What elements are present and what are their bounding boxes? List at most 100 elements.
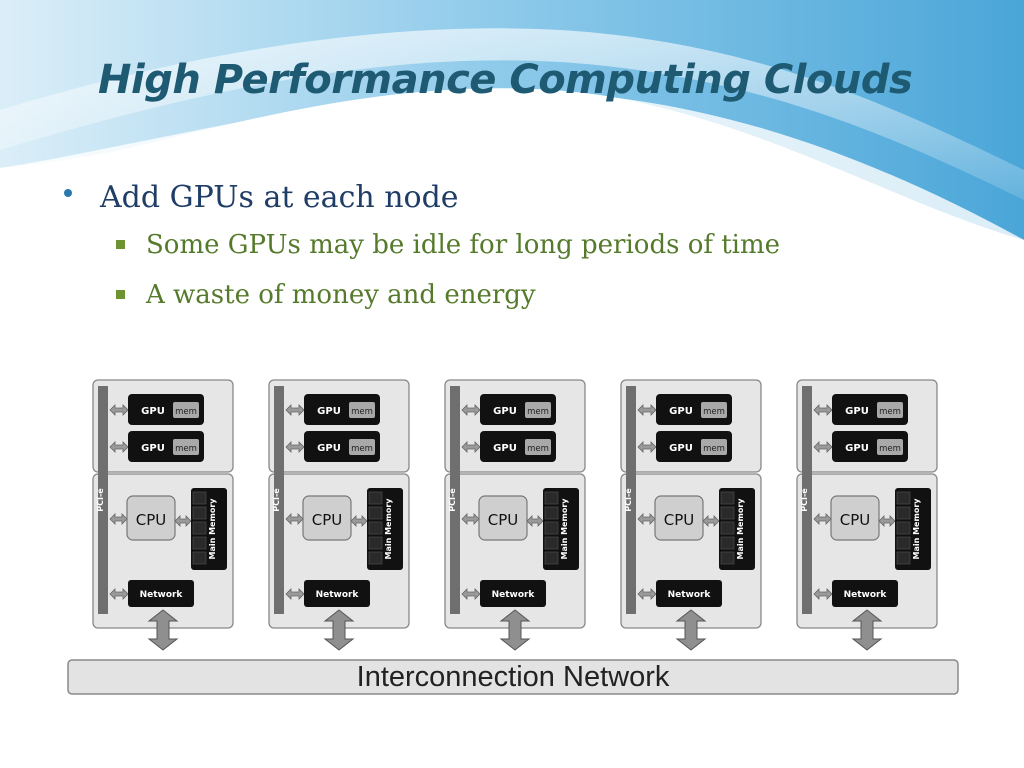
gpu-memory-label: mem xyxy=(175,407,197,417)
bullet-dot-icon xyxy=(64,189,72,197)
gpu-label: GPU xyxy=(141,406,165,417)
gpu-memory-label: mem xyxy=(879,444,901,454)
memory-cell xyxy=(368,521,383,535)
memory-cell xyxy=(896,506,911,520)
gpu-label: GPU xyxy=(845,406,869,417)
memory-cell xyxy=(896,536,911,550)
memory-cell xyxy=(192,506,207,520)
sub-bullet-item: Some GPUs may be idle for long periods o… xyxy=(64,220,964,270)
gpu-memory-label: mem xyxy=(351,444,373,454)
network-card xyxy=(480,580,546,607)
memory-cell xyxy=(896,521,911,535)
sub-bullet-item: A waste of money and energy xyxy=(64,270,964,320)
memory-cell xyxy=(544,536,559,550)
main-memory-label: Main Memory xyxy=(208,498,217,560)
network-card-label: Network xyxy=(316,590,360,600)
gpu-label: GPU xyxy=(141,443,165,454)
gpu-memory-chip xyxy=(701,439,727,455)
gpu-label: GPU xyxy=(493,406,517,417)
gpu-label: GPU xyxy=(669,406,693,417)
memory-cell xyxy=(720,506,735,520)
interconnect-arrow-icon xyxy=(675,609,707,651)
interconnect-arrow-icon xyxy=(147,609,179,651)
cpu-chip xyxy=(478,495,528,541)
sub-bullet-text: Some GPUs may be idle for long periods o… xyxy=(146,230,781,260)
slide-title: High Performance Computing Clouds xyxy=(98,57,913,103)
memory-cell xyxy=(544,506,559,520)
gpu-memory-chip xyxy=(173,402,199,418)
interconnection-network-bar xyxy=(67,659,959,695)
gpu-label: GPU xyxy=(493,443,517,454)
gpu-memory-label: mem xyxy=(703,444,725,454)
pcie-label: PCI-e xyxy=(272,488,281,512)
gpu-label: GPU xyxy=(669,443,693,454)
memory-cell xyxy=(192,536,207,550)
gpu-memory-chip xyxy=(349,439,375,455)
main-memory-label: Main Memory xyxy=(736,498,745,560)
bullet-item: Add GPUs at each node xyxy=(64,176,964,220)
memory-cell xyxy=(720,551,735,565)
pcie-bus xyxy=(626,386,636,614)
network-card-label: Network xyxy=(140,590,184,600)
memory-cell xyxy=(544,521,559,535)
main-memory-label: Main Memory xyxy=(912,498,921,560)
memory-cell xyxy=(368,491,383,505)
cpu-chip xyxy=(302,495,352,541)
cpu-chip xyxy=(126,495,176,541)
cpu-chip xyxy=(654,495,704,541)
cpu-label: CPU xyxy=(840,511,871,529)
gpu-memory-chip xyxy=(173,439,199,455)
main-memory-label: Main Memory xyxy=(560,498,569,560)
memory-cell xyxy=(192,491,207,505)
cpu-chip xyxy=(830,495,880,541)
pcie-label: PCI-e xyxy=(96,488,105,512)
gpu-memory-chip xyxy=(349,402,375,418)
memory-cell xyxy=(368,506,383,520)
gpu-memory-chip xyxy=(877,439,903,455)
network-card xyxy=(304,580,370,607)
pcie-label: PCI-e xyxy=(800,488,809,512)
gpu-memory-chip xyxy=(525,402,551,418)
gpu-label: GPU xyxy=(317,406,341,417)
memory-cell xyxy=(544,491,559,505)
gpu-memory-label: mem xyxy=(351,407,373,417)
network-card-label: Network xyxy=(492,590,536,600)
gpu-label: GPU xyxy=(317,443,341,454)
gpu-label: GPU xyxy=(845,443,869,454)
network-card-label: Network xyxy=(668,590,712,600)
gpu-memory-chip xyxy=(525,439,551,455)
gpu-memory-label: mem xyxy=(527,407,549,417)
pcie-label: PCI-e xyxy=(448,488,457,512)
sub-bullet-text: A waste of money and energy xyxy=(146,280,536,310)
memory-cell xyxy=(896,491,911,505)
gpu-memory-label: mem xyxy=(703,407,725,417)
cpu-label: CPU xyxy=(312,511,343,529)
gpu-memory-chip xyxy=(701,402,727,418)
pcie-bus xyxy=(98,386,108,614)
memory-cell xyxy=(896,551,911,565)
gpu-memory-label: mem xyxy=(879,407,901,417)
memory-cell xyxy=(192,521,207,535)
memory-cell xyxy=(720,521,735,535)
network-card xyxy=(128,580,194,607)
main-memory-label: Main Memory xyxy=(384,498,393,560)
network-card xyxy=(656,580,722,607)
interconnection-network-label: Interconnection Network xyxy=(356,661,670,693)
interconnect-arrow-icon xyxy=(499,609,531,651)
bullet-text: Add GPUs at each node xyxy=(100,180,459,215)
memory-cell xyxy=(368,551,383,565)
pcie-label: PCI-e xyxy=(624,488,633,512)
pcie-bus xyxy=(450,386,460,614)
memory-cell xyxy=(192,551,207,565)
memory-cell xyxy=(720,491,735,505)
pcie-bus xyxy=(274,386,284,614)
memory-cell xyxy=(720,536,735,550)
interconnect-arrow-icon xyxy=(851,609,883,651)
